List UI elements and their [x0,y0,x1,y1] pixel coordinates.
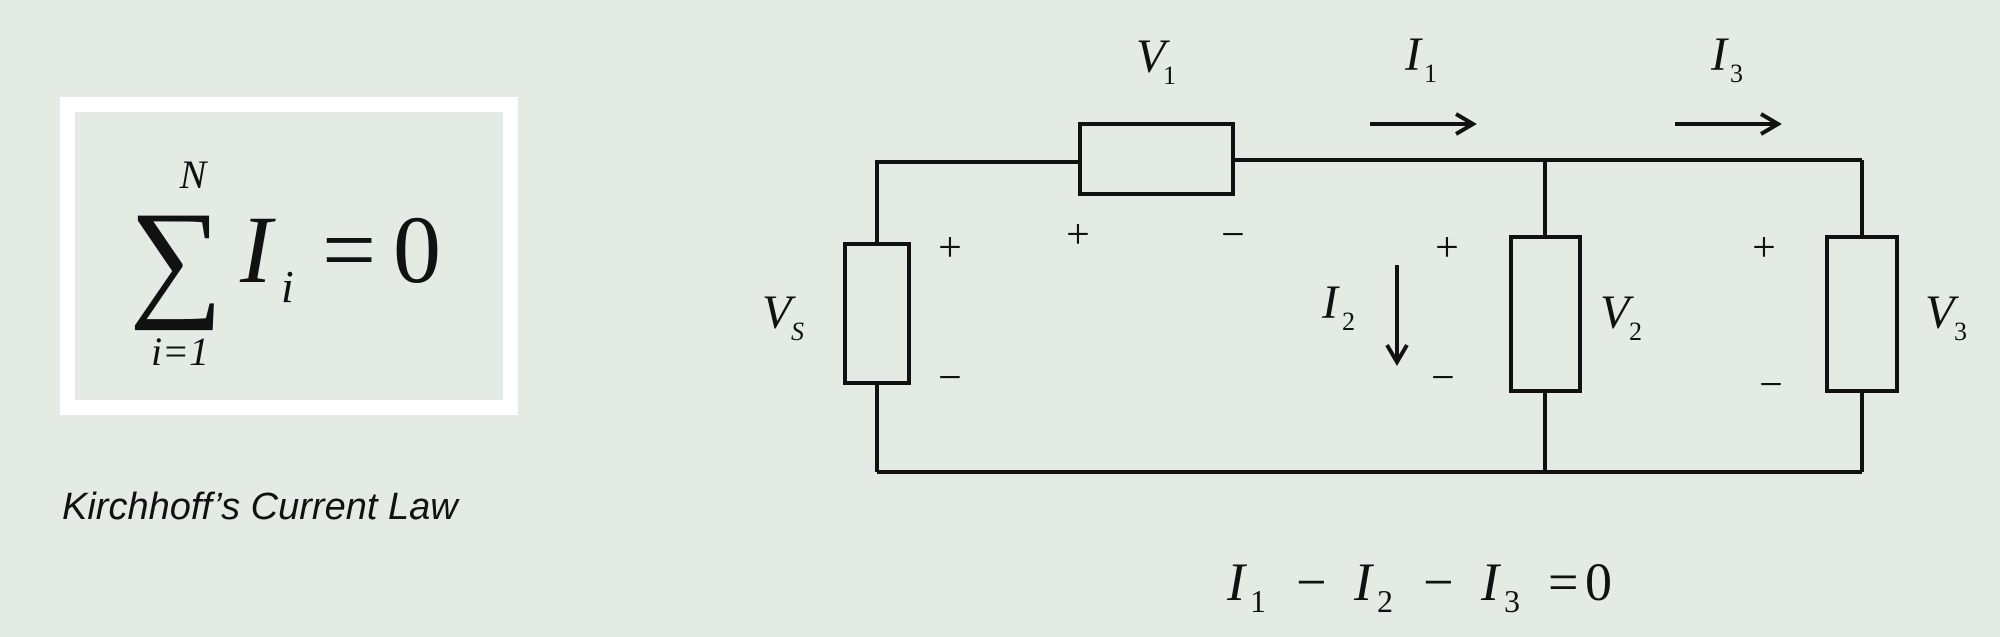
sum-term-subscript: i [281,261,294,312]
label-i2: I 2 [1321,276,1355,336]
svg-text:2: 2 [1629,317,1642,346]
formula-equals: = [322,196,376,303]
summation-formula: N ∑ I i = 0 i=1 [129,152,441,374]
svg-text:V: V [1136,30,1170,83]
svg-text:I: I [1226,552,1248,612]
source-vs [843,242,911,385]
svg-text:−: − [1423,552,1453,612]
resistor-v2 [1509,235,1582,393]
vs-minus: − [938,355,962,401]
vs-plus: + [938,225,962,271]
svg-text:2: 2 [1342,307,1355,336]
v3-plus: + [1752,225,1776,271]
svg-text:2: 2 [1377,583,1393,619]
svg-text:V: V [1600,286,1634,339]
kcl-equation: I 1 − I 2 − I 3 = 0 [1226,552,1612,619]
v2-minus: − [1431,355,1455,401]
svg-text:I: I [1353,552,1375,612]
svg-text:3: 3 [1954,317,1967,346]
arrow-i3 [1675,112,1782,136]
svg-text:S: S [791,317,804,346]
svg-text:I: I [1710,28,1729,81]
svg-text:1: 1 [1424,59,1437,88]
svg-text:V: V [762,286,796,339]
sigma-symbol: ∑ [129,184,223,331]
svg-text:3: 3 [1504,583,1520,619]
wire-left-top [875,160,1080,242]
arrow-i1 [1370,112,1477,136]
svg-text:0: 0 [1585,552,1612,612]
svg-text:I: I [1321,276,1340,329]
sum-term: I [239,196,276,303]
svg-text:1: 1 [1163,61,1176,90]
label-vs: V S [762,286,804,346]
circuit-wires [875,158,1864,474]
sum-lower-limit: i=1 [151,329,209,374]
caption-kirchhoff: Kirchhoff’s Current Law [62,486,458,528]
svg-text:−: − [1296,552,1326,612]
label-i3: I 3 [1710,28,1743,88]
svg-text:I: I [1404,28,1423,81]
resistor-v1 [1078,122,1235,196]
label-v1: V 1 [1136,30,1176,90]
label-v2: V 2 [1600,286,1642,346]
svg-text:=: = [1548,552,1578,612]
v1-minus: − [1221,212,1245,258]
svg-text:3: 3 [1730,59,1743,88]
resistor-v3 [1825,235,1899,393]
v3-minus: − [1759,362,1783,408]
svg-text:V: V [1925,286,1959,339]
label-v3: V 3 [1925,286,1967,346]
v1-plus: + [1066,212,1090,258]
svg-text:1: 1 [1250,583,1266,619]
v2-plus: + [1435,225,1459,271]
formula-rhs: 0 [393,196,441,303]
label-i1: I 1 [1404,28,1437,88]
arrow-i2 [1385,265,1409,366]
svg-text:I: I [1480,552,1502,612]
formula-box [60,97,518,415]
sum-upper-limit: N [179,152,209,197]
